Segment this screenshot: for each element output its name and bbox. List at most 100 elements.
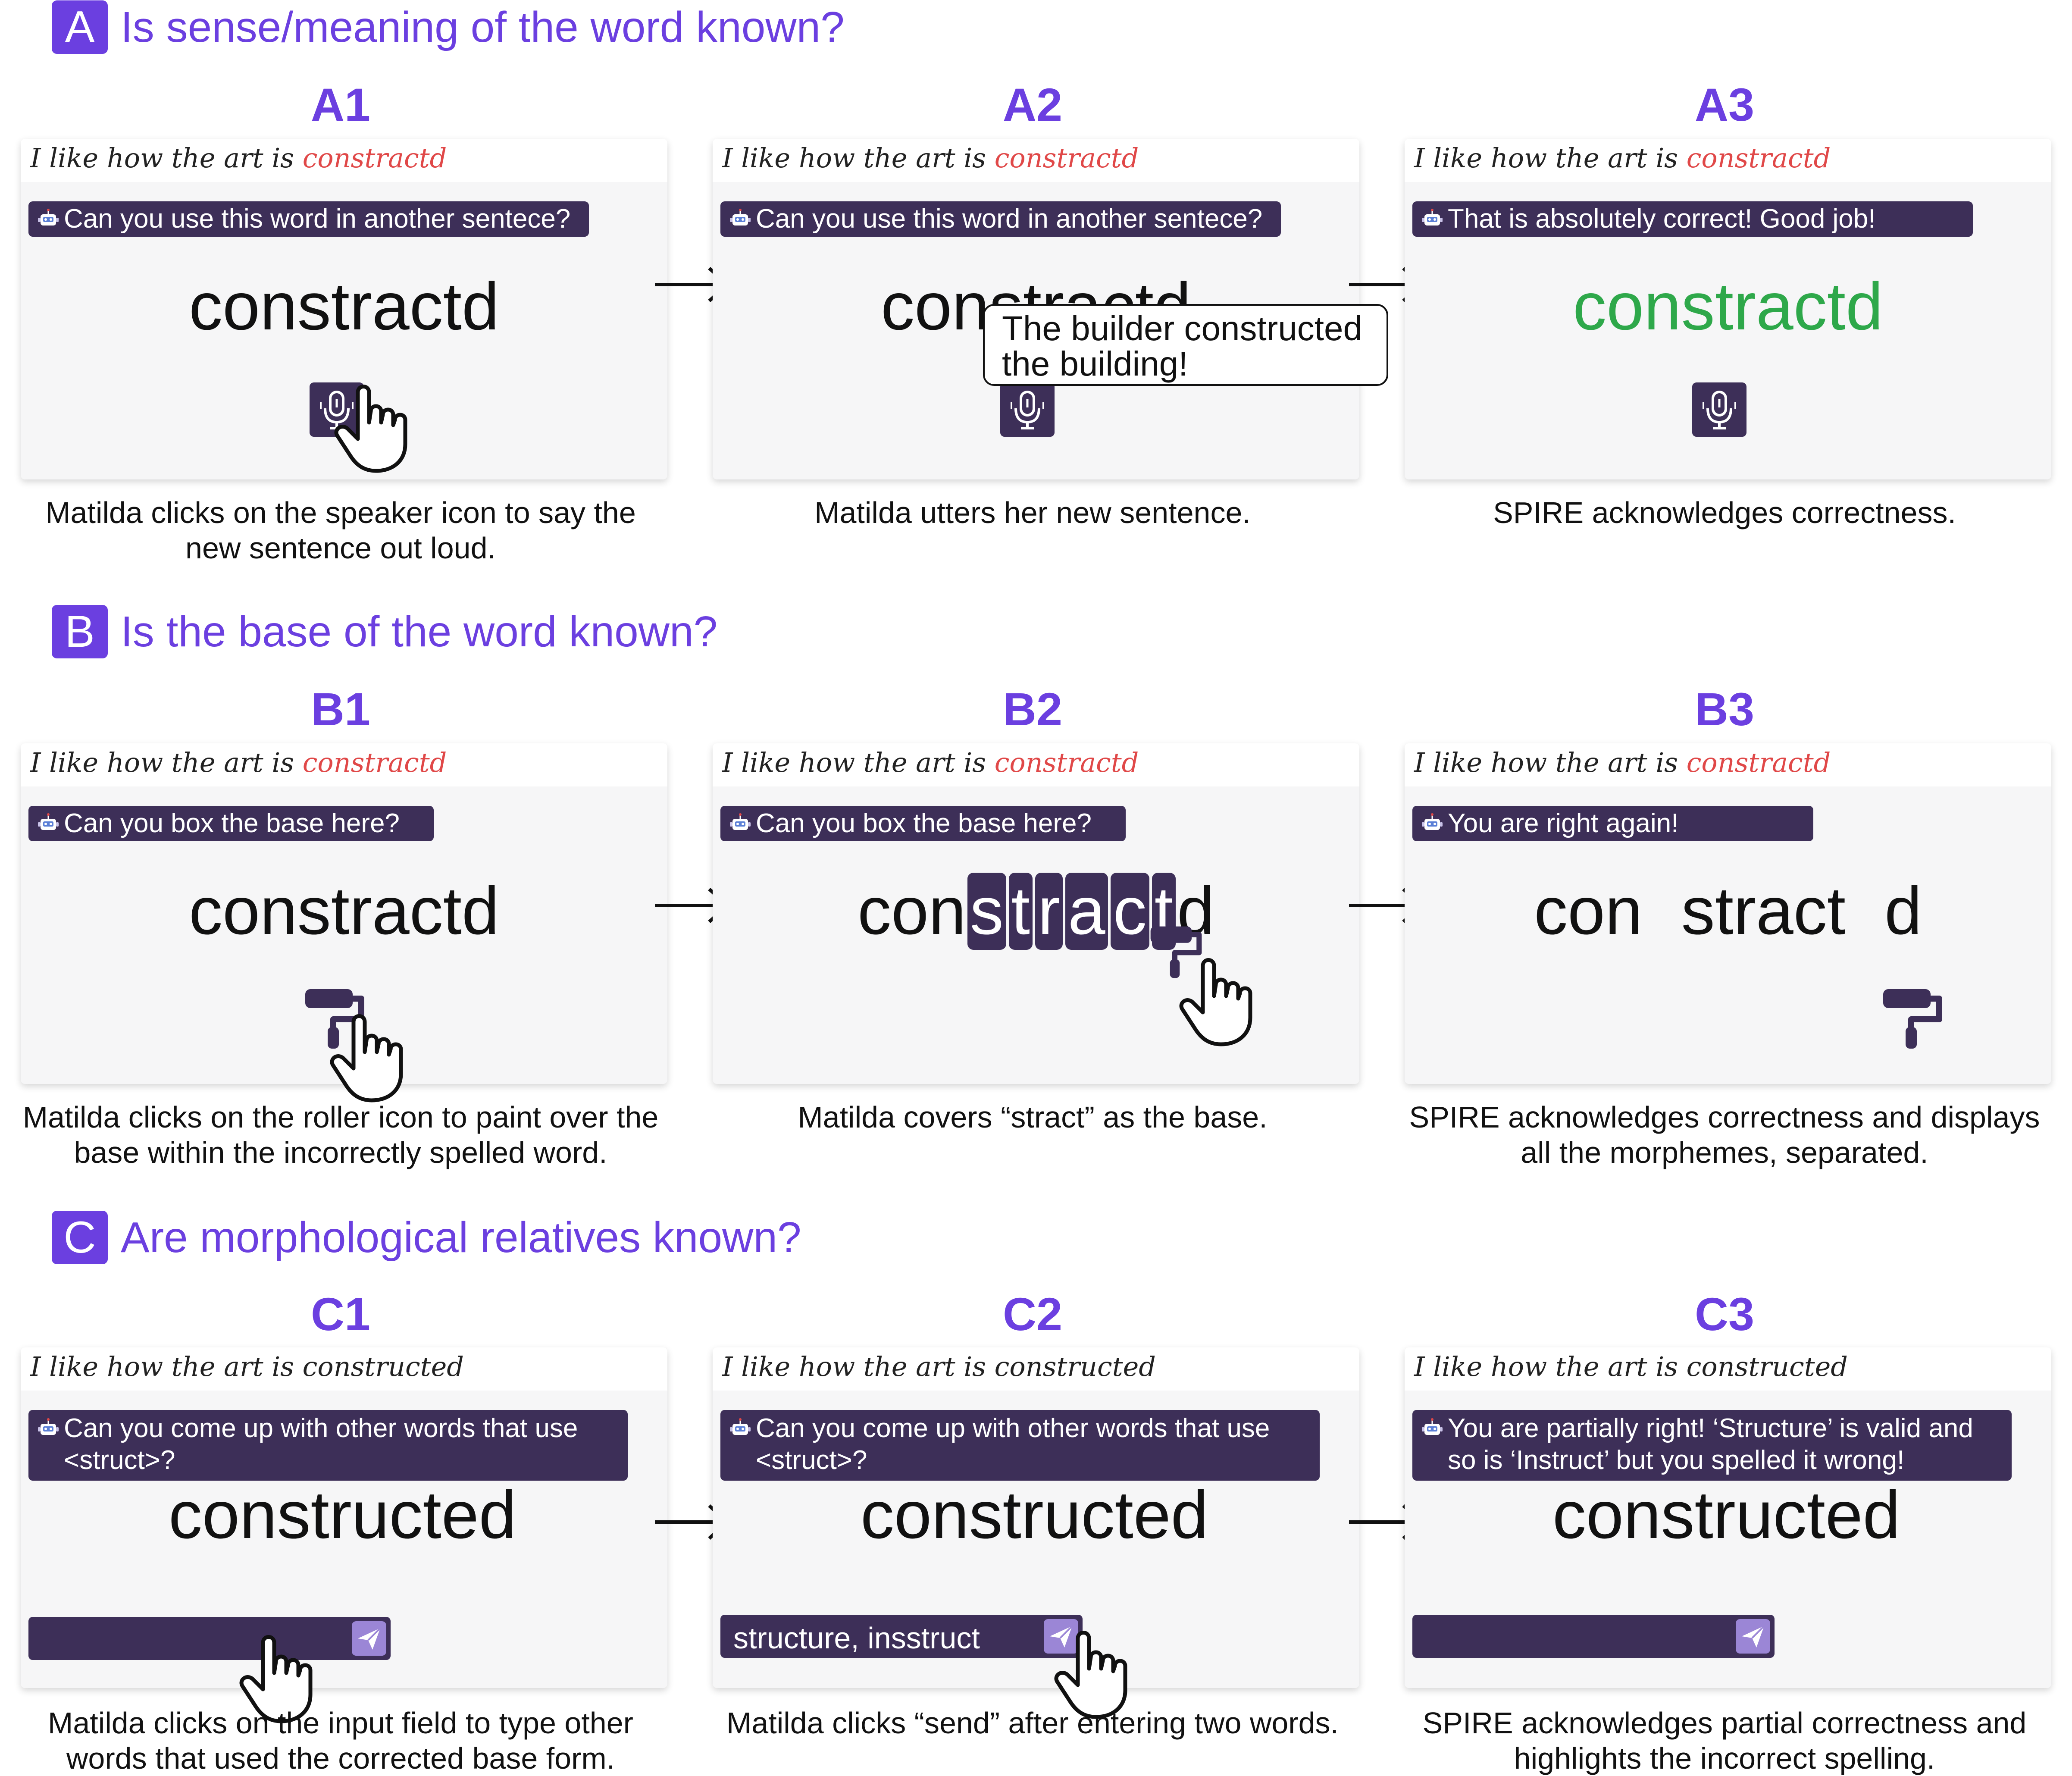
step-label-a3: A3	[1694, 78, 1755, 131]
sentence-text: I like how the art is constractd	[30, 142, 447, 174]
bot-prompt: Can you box the base here?	[28, 806, 434, 841]
sentence-header: I like how the art is constractd	[21, 743, 667, 786]
microphone-button[interactable]	[1692, 382, 1746, 437]
caption-b2: Matilda covers “stract” as the base.	[798, 1100, 1268, 1134]
speech-bubble: The builder constructed the building!	[983, 304, 1388, 386]
target-word: constructed	[1552, 1478, 1900, 1553]
step-label-a1: A1	[310, 78, 371, 131]
step-label-b2: B2	[1002, 683, 1063, 735]
section-b-header: B Is the base of the word known?	[52, 604, 717, 660]
boxed-letter: c	[1110, 873, 1149, 950]
morpheme-base: stract	[1681, 874, 1846, 949]
bot-feedback: That is absolutely correct! Good job!	[1412, 201, 1973, 237]
send-button[interactable]	[1736, 1619, 1770, 1654]
caption-a2: Matilda utters her new sentence.	[814, 496, 1251, 529]
target-word: constructed	[169, 1478, 516, 1553]
section-b-badge: B	[52, 605, 108, 658]
sentence-text: I like how the art is constructed	[1414, 1351, 1848, 1382]
panel-a3: I like how the art is constractd That is…	[1405, 139, 2051, 479]
panel-b1: I like how the art is constractd Can you…	[21, 743, 667, 1084]
bot-prompt: Can you come up with other words that us…	[720, 1410, 1320, 1481]
sentence-header: I like how the art is constructed	[21, 1347, 667, 1391]
panel-c2: I like how the art is constructed Can yo…	[713, 1347, 1359, 1688]
sentence-header: I like how the art is constructed	[713, 1347, 1359, 1391]
roller-icon[interactable]	[1879, 985, 1944, 1049]
boxed-letter: a	[1065, 873, 1108, 950]
panel-b2: I like how the art is constractd Can you…	[713, 743, 1359, 1084]
target-word: constructed	[861, 1478, 1208, 1553]
microphone-icon	[1000, 382, 1055, 437]
bot-prompt-text: Can you come up with other words that us…	[64, 1413, 578, 1475]
robot-icon	[37, 1417, 59, 1439]
bot-prompt: Can you box the base here?	[720, 806, 1126, 841]
target-word: constractd	[189, 874, 499, 949]
pointer-hand-icon	[1173, 949, 1272, 1048]
section-a-title: Is sense/meaning of the word known?	[121, 3, 845, 51]
robot-icon	[37, 812, 59, 834]
word-prefix: con	[858, 874, 966, 949]
robot-icon	[1421, 1417, 1443, 1439]
sentence-text: I like how the art is constructed	[722, 1351, 1156, 1382]
caption-c1: Matilda clicks on the input field to typ…	[48, 1706, 633, 1775]
sentence-text: I like how the art is constractd	[1414, 142, 1831, 174]
robot-icon	[37, 207, 59, 230]
sentence-header: I like how the art is constractd	[713, 139, 1359, 182]
send-icon	[1736, 1619, 1770, 1654]
morpheme-suffix: d	[1884, 874, 1922, 949]
bot-prompt: Can you use this word in another sentece…	[720, 201, 1281, 237]
boxed-letter: s	[967, 873, 1006, 950]
bot-prompt-text: Can you box the base here?	[756, 808, 1092, 838]
panel-c1: I like how the art is constructed Can yo…	[21, 1347, 667, 1688]
word-input[interactable]: structure, insstruct	[720, 1615, 1083, 1658]
caption-a3: SPIRE acknowledges correctness.	[1493, 496, 1956, 529]
bot-feedback: You are partially right! ‘Structure’ is …	[1412, 1410, 2012, 1481]
bot-feedback: You are right again!	[1412, 806, 1813, 841]
robot-icon	[1421, 207, 1443, 230]
send-icon	[352, 1621, 386, 1656]
step-label-a2: A2	[1002, 78, 1063, 131]
sentence-text: I like how the art is constractd	[722, 747, 1139, 778]
sentence-header: I like how the art is constractd	[21, 139, 667, 182]
bot-prompt-text: Can you use this word in another sentece…	[64, 204, 571, 234]
send-button[interactable]	[352, 1621, 386, 1656]
microphone-button[interactable]	[1000, 382, 1055, 437]
sentence-header: I like how the art is constractd	[1405, 139, 2051, 182]
microphone-icon	[1692, 382, 1746, 437]
boxed-letter: r	[1035, 873, 1063, 950]
send-button[interactable]	[1044, 1619, 1078, 1654]
robot-icon	[729, 1417, 751, 1439]
word-input[interactable]	[28, 1617, 391, 1660]
pointer-hand-icon	[328, 375, 427, 474]
caption-b1: Matilda clicks on the roller icon to pai…	[22, 1100, 659, 1169]
robot-icon	[729, 812, 751, 834]
bot-prompt-text: Can you come up with other words that us…	[756, 1413, 1270, 1475]
pointer-hand-icon	[323, 1005, 423, 1104]
word-input[interactable]	[1412, 1615, 1775, 1658]
sentence-header: I like how the art is constractd	[1405, 743, 2051, 786]
bot-feedback-text: You are partially right! ‘Structure’ is …	[1448, 1413, 1973, 1475]
target-word-correct: constractd	[1573, 269, 1883, 344]
boxed-letter: t	[1008, 873, 1033, 950]
bot-feedback-text: You are right again!	[1448, 808, 1679, 838]
bot-prompt-text: Can you use this word in another sentece…	[756, 204, 1263, 234]
step-label-c3: C3	[1694, 1288, 1755, 1340]
section-b-title: Is the base of the word known?	[121, 607, 718, 656]
caption-b3: SPIRE acknowledges correctness and displ…	[1409, 1100, 2040, 1169]
caption-a1: Matilda clicks on the speaker icon to sa…	[45, 496, 636, 565]
step-label-b3: B3	[1694, 683, 1755, 735]
morpheme-prefix: con	[1534, 874, 1643, 949]
section-a-header: A Is sense/meaning of the word known?	[52, 0, 845, 55]
bot-prompt-text: Can you box the base here?	[64, 808, 400, 838]
panel-b3: I like how the art is constractd You are…	[1405, 743, 2051, 1084]
caption-c3: SPIRE acknowledges partial correctness a…	[1422, 1706, 2027, 1775]
bot-prompt: Can you use this word in another sentece…	[28, 201, 589, 237]
step-label-b1: B1	[310, 683, 371, 735]
sentence-header: I like how the art is constructed	[1405, 1347, 2051, 1391]
sentence-text: I like how the art is constractd	[1414, 747, 1831, 778]
bot-feedback-text: That is absolutely correct! Good job!	[1448, 204, 1876, 234]
sentence-text: I like how the art is constructed	[30, 1351, 464, 1382]
section-c-title: Are morphological relatives known?	[121, 1213, 801, 1262]
step-label-c1: C1	[310, 1288, 371, 1340]
